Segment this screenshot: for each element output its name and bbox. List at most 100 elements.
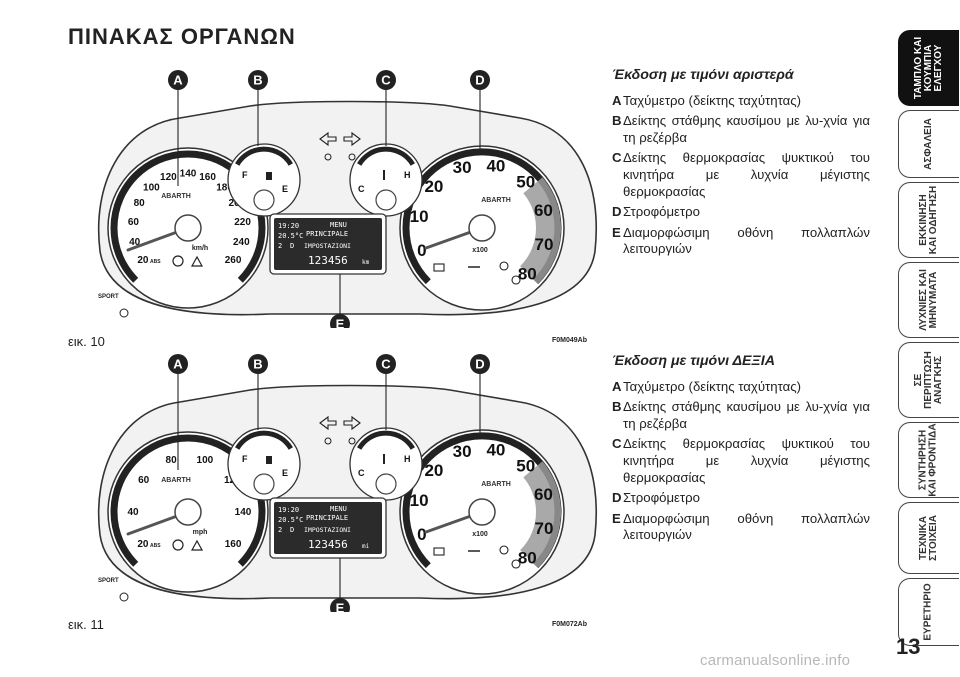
tab-label: ΑΣΦΑΛΕΙΑ xyxy=(922,118,934,170)
seatbelt-icon xyxy=(511,275,521,285)
tab-label: ΤΑΜΠΛΟ ΚΑΙ ΚΟΥΜΠΙΑ ΕΛΕΓΧΟΥ xyxy=(913,36,945,100)
speed-tick-label: 260 xyxy=(225,255,242,266)
brake-warning-icon xyxy=(172,255,184,267)
display-odometer: 123456 xyxy=(308,538,348,551)
temp-hot-label: H xyxy=(404,454,411,464)
callout-letter: C xyxy=(381,357,391,372)
speed-tick-label: 80 xyxy=(166,455,178,466)
service-icon xyxy=(119,308,129,318)
figure-caption: εικ. 11 xyxy=(68,617,104,632)
tab-dashboard-controls[interactable]: ΤΑΜΠΛΟ ΚΑΙ ΚΟΥΜΠΙΑ ΕΛΕΓΧΟΥ xyxy=(898,30,959,106)
abs-indicator: ABS xyxy=(150,543,161,549)
brand-logo-text: ABARTH xyxy=(161,477,191,484)
fuel-pump-icon xyxy=(266,456,272,464)
speed-tick-label: 160 xyxy=(225,539,242,550)
callout-marker xyxy=(330,598,350,612)
airbag-icon xyxy=(499,261,509,271)
callout-letter: B xyxy=(253,73,262,88)
rpm-tick-label: 70 xyxy=(535,519,554,538)
callout-letter: C xyxy=(381,73,391,88)
tab-label: ΣΥΝΤΗΡΗΣΗ ΚΑΙ ΦΡΟΝΤΙΔΑ xyxy=(918,423,939,497)
speed-tick-label: 20 xyxy=(137,255,149,266)
callout-letter: A xyxy=(173,357,183,372)
tab-label: ΣΕ ΠΕΡΙΠΤΩΣΗ ΑΝΑΓΚΗΣ xyxy=(912,351,944,409)
display-odometer-unit: km xyxy=(362,259,370,266)
legend-text: Δείκτης στάθμης καυσίμου με λυ-χνία για … xyxy=(623,399,870,431)
speed-tick-label: 240 xyxy=(233,237,250,248)
tab-maintenance[interactable]: ΣΥΝΤΗΡΗΣΗ ΚΑΙ ΦΡΟΝΤΙΔΑ xyxy=(898,422,959,498)
temp-cold-label: C xyxy=(358,184,365,194)
figure-code: F0M049Ab xyxy=(552,337,588,344)
legend-key: D xyxy=(612,204,622,220)
speedometer-scale-band xyxy=(110,150,266,283)
callout-letter: E xyxy=(336,601,345,613)
display-time: 19:20 xyxy=(278,506,299,514)
speed-unit-label: mph xyxy=(193,529,208,536)
rpm-tick-label: 30 xyxy=(453,442,472,461)
display-odometer: 123456 xyxy=(308,254,348,267)
tab-index[interactable]: ΕΥΡΕΤΗΡΙΟ xyxy=(898,578,959,646)
fuel-scale-band xyxy=(235,146,293,166)
brand-logo-text: ABARTH xyxy=(481,197,511,204)
fuel-gauge-hub xyxy=(253,189,275,211)
page-number: 13 xyxy=(896,634,921,659)
legend-text: Δείκτης στάθμης καυσίμου με λυ-χνία για … xyxy=(623,113,870,145)
tab-starting-driving[interactable]: ΕΚΚΙΝΗΣΗ ΚΑΙ ΟΔΗΓΗΣΗ xyxy=(898,182,959,258)
legend-text: Στροφόμετρο xyxy=(623,204,700,220)
tab-emergency[interactable]: ΣΕ ΠΕΡΙΠΤΩΣΗ ΑΝΑΓΚΗΣ xyxy=(898,342,959,418)
legend-key: E xyxy=(612,224,621,240)
tab-label: ΕΥΡΕΤΗΡΙΟ xyxy=(923,583,934,641)
legend-text: Ταχύμετρο (δείκτης ταχύτητας) xyxy=(623,378,801,394)
legend-key: A xyxy=(612,92,622,108)
warning-triangle-icon xyxy=(190,539,204,551)
fuel-pump-icon xyxy=(266,172,272,180)
page-title: ΠΙΝΑΚΑΣ ΟΡΓΑΝΩΝ xyxy=(68,24,296,49)
callout-letter: E xyxy=(336,317,345,329)
brand-logo-text: ABARTH xyxy=(481,481,511,488)
speed-tick-label: 140 xyxy=(180,169,197,180)
abs-indicator: ABS xyxy=(150,259,161,265)
rpm-tick-label: 10 xyxy=(410,491,429,510)
warning-triangle-icon xyxy=(190,255,204,267)
display-menu: MENU xyxy=(330,505,347,513)
legend-key: A xyxy=(612,378,622,394)
legend-text: Διαμορφώσιμη οθόνη πολλαπλών λειτουργιών xyxy=(623,224,870,257)
speed-tick-label: 120 xyxy=(160,172,177,183)
legend-key: B xyxy=(612,399,622,415)
callout-marker xyxy=(248,70,268,90)
service-icon xyxy=(119,592,129,602)
airbag-icon xyxy=(499,545,509,555)
callout-marker xyxy=(168,70,188,90)
fuel-empty-label: E xyxy=(282,184,288,194)
rpm-tick-label: 10 xyxy=(410,207,429,226)
display-settings: IMPOSTAZIONI xyxy=(304,526,351,534)
display-gear: 2 xyxy=(278,242,282,250)
watermark: carmanualsonline.info xyxy=(700,652,851,669)
legend-heading: Έκδοση με τιμόνι ΔΕΞΙΑ xyxy=(612,353,775,369)
callout-letter: D xyxy=(475,73,484,88)
rpm-tick-label: 40 xyxy=(486,441,505,460)
rpm-tick-label: 0 xyxy=(417,525,426,544)
legend-text: Δείκτης θερμοκρασίας ψυκτικού του κινητή… xyxy=(623,150,870,199)
tab-technical-data[interactable]: ΤΕΧΝΙΚΑ ΣΤΟΙΧΕΙΑ xyxy=(898,502,959,574)
turn-left-icon xyxy=(319,415,337,431)
tab-label: ΛΥΧΝΙΕΣ ΚΑΙ ΜΗΝΥΜΑΤΑ xyxy=(918,269,939,331)
figure-caption: εικ. 10 xyxy=(68,334,105,349)
display-mode: D xyxy=(290,242,294,250)
sport-label: SPORT xyxy=(98,578,119,584)
temperature-gauge-hub xyxy=(375,189,397,211)
rpm-tick-label: 80 xyxy=(518,548,537,567)
high-beam-icon xyxy=(348,153,356,161)
callout-marker xyxy=(470,354,490,374)
rpm-tick-label: 30 xyxy=(453,158,472,177)
tab-safety[interactable]: ΑΣΦΑΛΕΙΑ xyxy=(898,110,959,178)
fuel-scale-band xyxy=(235,430,293,450)
tab-warning-lights[interactable]: ΛΥΧΝΙΕΣ ΚΑΙ ΜΗΝΥΜΑΤΑ xyxy=(898,262,959,338)
callout-marker xyxy=(248,354,268,374)
figure-code: F0M072Ab xyxy=(552,621,588,628)
